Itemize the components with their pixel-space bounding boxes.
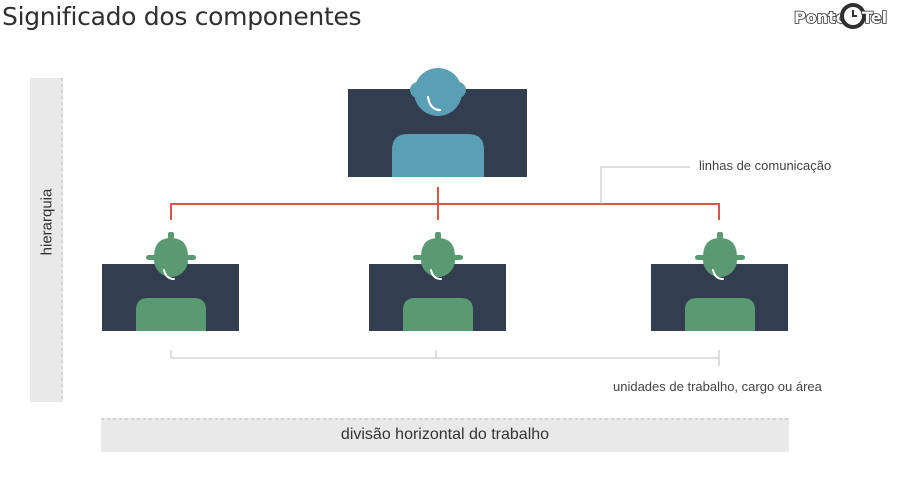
page-title: Significado dos componentes	[2, 2, 362, 31]
communication-lines	[170, 187, 720, 220]
worker-figure-left-icon	[136, 232, 206, 331]
worker-figure-right-icon	[685, 232, 755, 331]
clock-icon	[840, 3, 866, 29]
pontotel-logo: Ponto Tel	[793, 3, 894, 33]
manager-figure-icon	[392, 68, 484, 177]
communication-callout	[600, 166, 690, 204]
communication-lines-label: linhas de comunicação	[699, 158, 832, 173]
work-units-bracket	[170, 350, 720, 366]
logo-text-tel: Tel	[861, 7, 888, 28]
worker-figure-center-icon	[403, 232, 473, 331]
work-units-label: unidades de trabalho, cargo ou área	[613, 379, 822, 394]
horizontal-division-axis: divisão horizontal do trabalho	[101, 418, 789, 452]
hierarchy-axis	[30, 78, 63, 402]
horizontal-division-label: divisão horizontal do trabalho	[340, 426, 550, 443]
logo-text-ponto: Ponto	[793, 7, 847, 28]
